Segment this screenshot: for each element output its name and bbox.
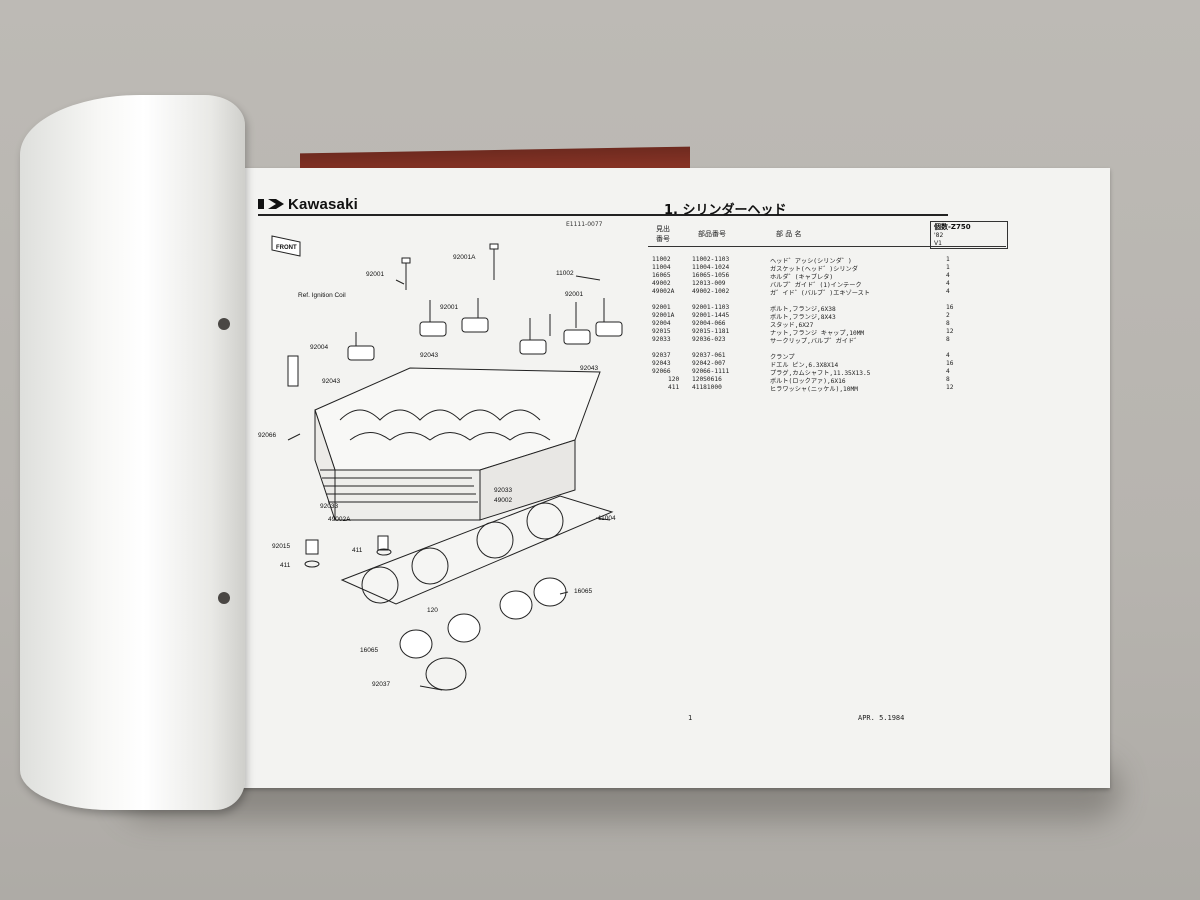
callout-label: 411 xyxy=(352,547,363,554)
section-title: 1. シリンダーヘッド xyxy=(664,203,787,218)
print-date: APR. 5.1984 xyxy=(858,714,905,722)
callout-label: 92001A xyxy=(453,254,476,261)
callout-label: 92015 xyxy=(272,543,291,550)
table-rule xyxy=(648,246,1006,247)
callout-label: 92001 xyxy=(565,291,584,298)
model-row: V1 xyxy=(934,240,942,247)
callout-label: 16065 xyxy=(574,588,593,595)
header-ref-no: 見出 番号 xyxy=(656,225,670,243)
header-part-no: 部品番号 xyxy=(698,230,726,238)
callout-label: 120 xyxy=(427,607,438,614)
callout-label: 49002A xyxy=(328,516,351,523)
callout-label: 16065 xyxy=(360,647,379,654)
model-label: 個数-Z750 xyxy=(934,223,971,231)
binder-hole xyxy=(218,592,230,604)
callout-label: 49002 xyxy=(494,497,513,504)
callout-label: 92004 xyxy=(310,344,329,351)
binder-hole xyxy=(218,318,230,330)
curled-page xyxy=(20,95,245,810)
callout-label: 411 xyxy=(280,562,291,569)
callout-label: 92043 xyxy=(580,365,599,372)
callout-label: 92033 xyxy=(494,487,513,494)
callout-label: 92037 xyxy=(372,681,391,688)
figure-code: E1111-0077 xyxy=(566,221,603,228)
header-rule xyxy=(258,214,948,216)
model-row: '82 xyxy=(934,232,944,239)
callout-label: 92043 xyxy=(322,378,341,385)
brand-name: Kawasaki xyxy=(288,196,358,213)
model-box xyxy=(930,221,1008,249)
callout-label: 92033 xyxy=(320,503,339,510)
callout-label: Ref. Ignition Coil xyxy=(298,292,346,299)
callout-label: 92043 xyxy=(420,352,439,359)
callout-label: 92001 xyxy=(440,304,459,311)
callout-label: 11004 xyxy=(598,515,616,522)
callout-label: 92066 xyxy=(258,432,277,439)
front-label: FRONT xyxy=(276,245,297,251)
page-number: 1 xyxy=(688,714,693,722)
callout-label: 11002 xyxy=(556,270,574,277)
callout-label: 92001 xyxy=(366,271,385,278)
header-part-name: 部 品 名 xyxy=(776,230,802,238)
